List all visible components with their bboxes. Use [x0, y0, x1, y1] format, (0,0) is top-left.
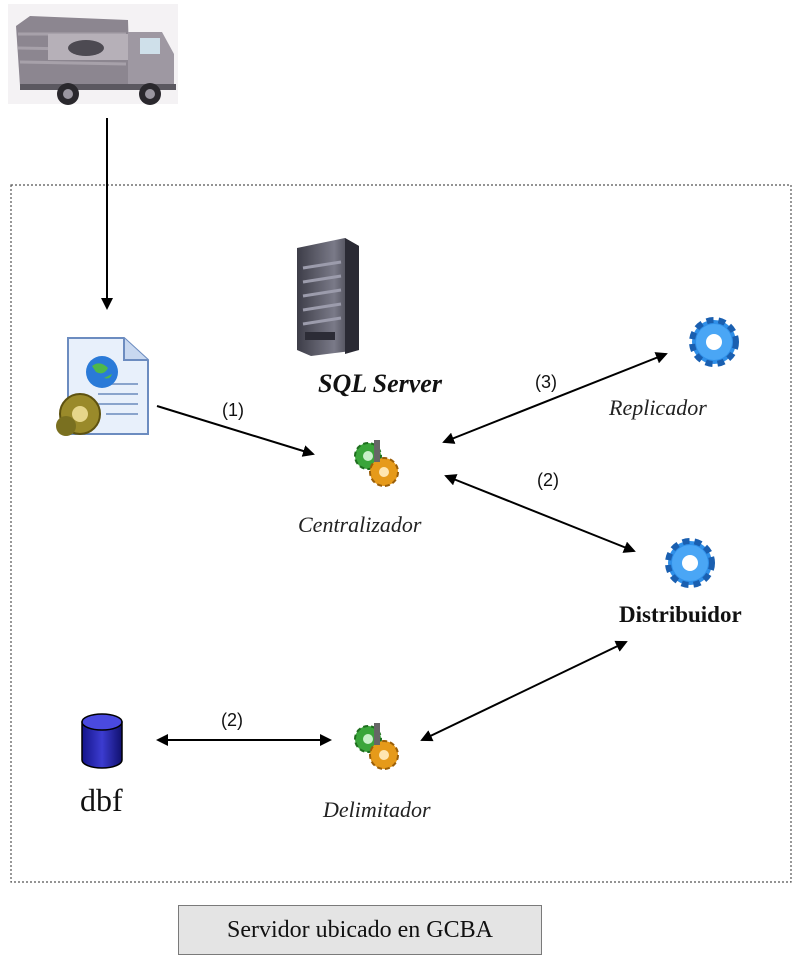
arrow-centralizador-distribuidor [444, 474, 636, 553]
distribuidor-gear-icon [665, 538, 715, 588]
arrow-centralizador-replicador [442, 352, 668, 444]
server-location-caption: Servidor ubicado en GCBA [178, 905, 542, 955]
centralizador-gears-icon [354, 440, 399, 487]
centralizador-label: Centralizador [298, 512, 422, 537]
replicador-label: Replicador [608, 395, 707, 420]
delimitador-gears-icon [354, 723, 399, 770]
web-service-document-icon [56, 337, 149, 436]
edge-label-dbf-delimitador: (2) [221, 710, 243, 730]
arrow-webservice-to-centralizador [156, 405, 315, 457]
delimitador-label: Delimitador [322, 797, 431, 822]
sql-server-tower-icon [297, 238, 359, 356]
server-boundary [10, 184, 792, 883]
dbf-database-icon [81, 713, 123, 769]
garbage-truck-icon [8, 4, 178, 105]
edge-label-centralizador-distribuidor: (2) [537, 470, 559, 490]
arrow-distribuidor-delimitador [420, 640, 628, 742]
sql-server-label: SQL Server [318, 369, 443, 398]
edge-label-webservice-centralizador: (1) [222, 400, 244, 420]
distribuidor-label: Distribuidor [619, 602, 742, 627]
dbf-label: dbf [80, 782, 123, 818]
edge-label-centralizador-replicador: (3) [535, 372, 557, 392]
replicador-gear-icon [689, 317, 739, 367]
